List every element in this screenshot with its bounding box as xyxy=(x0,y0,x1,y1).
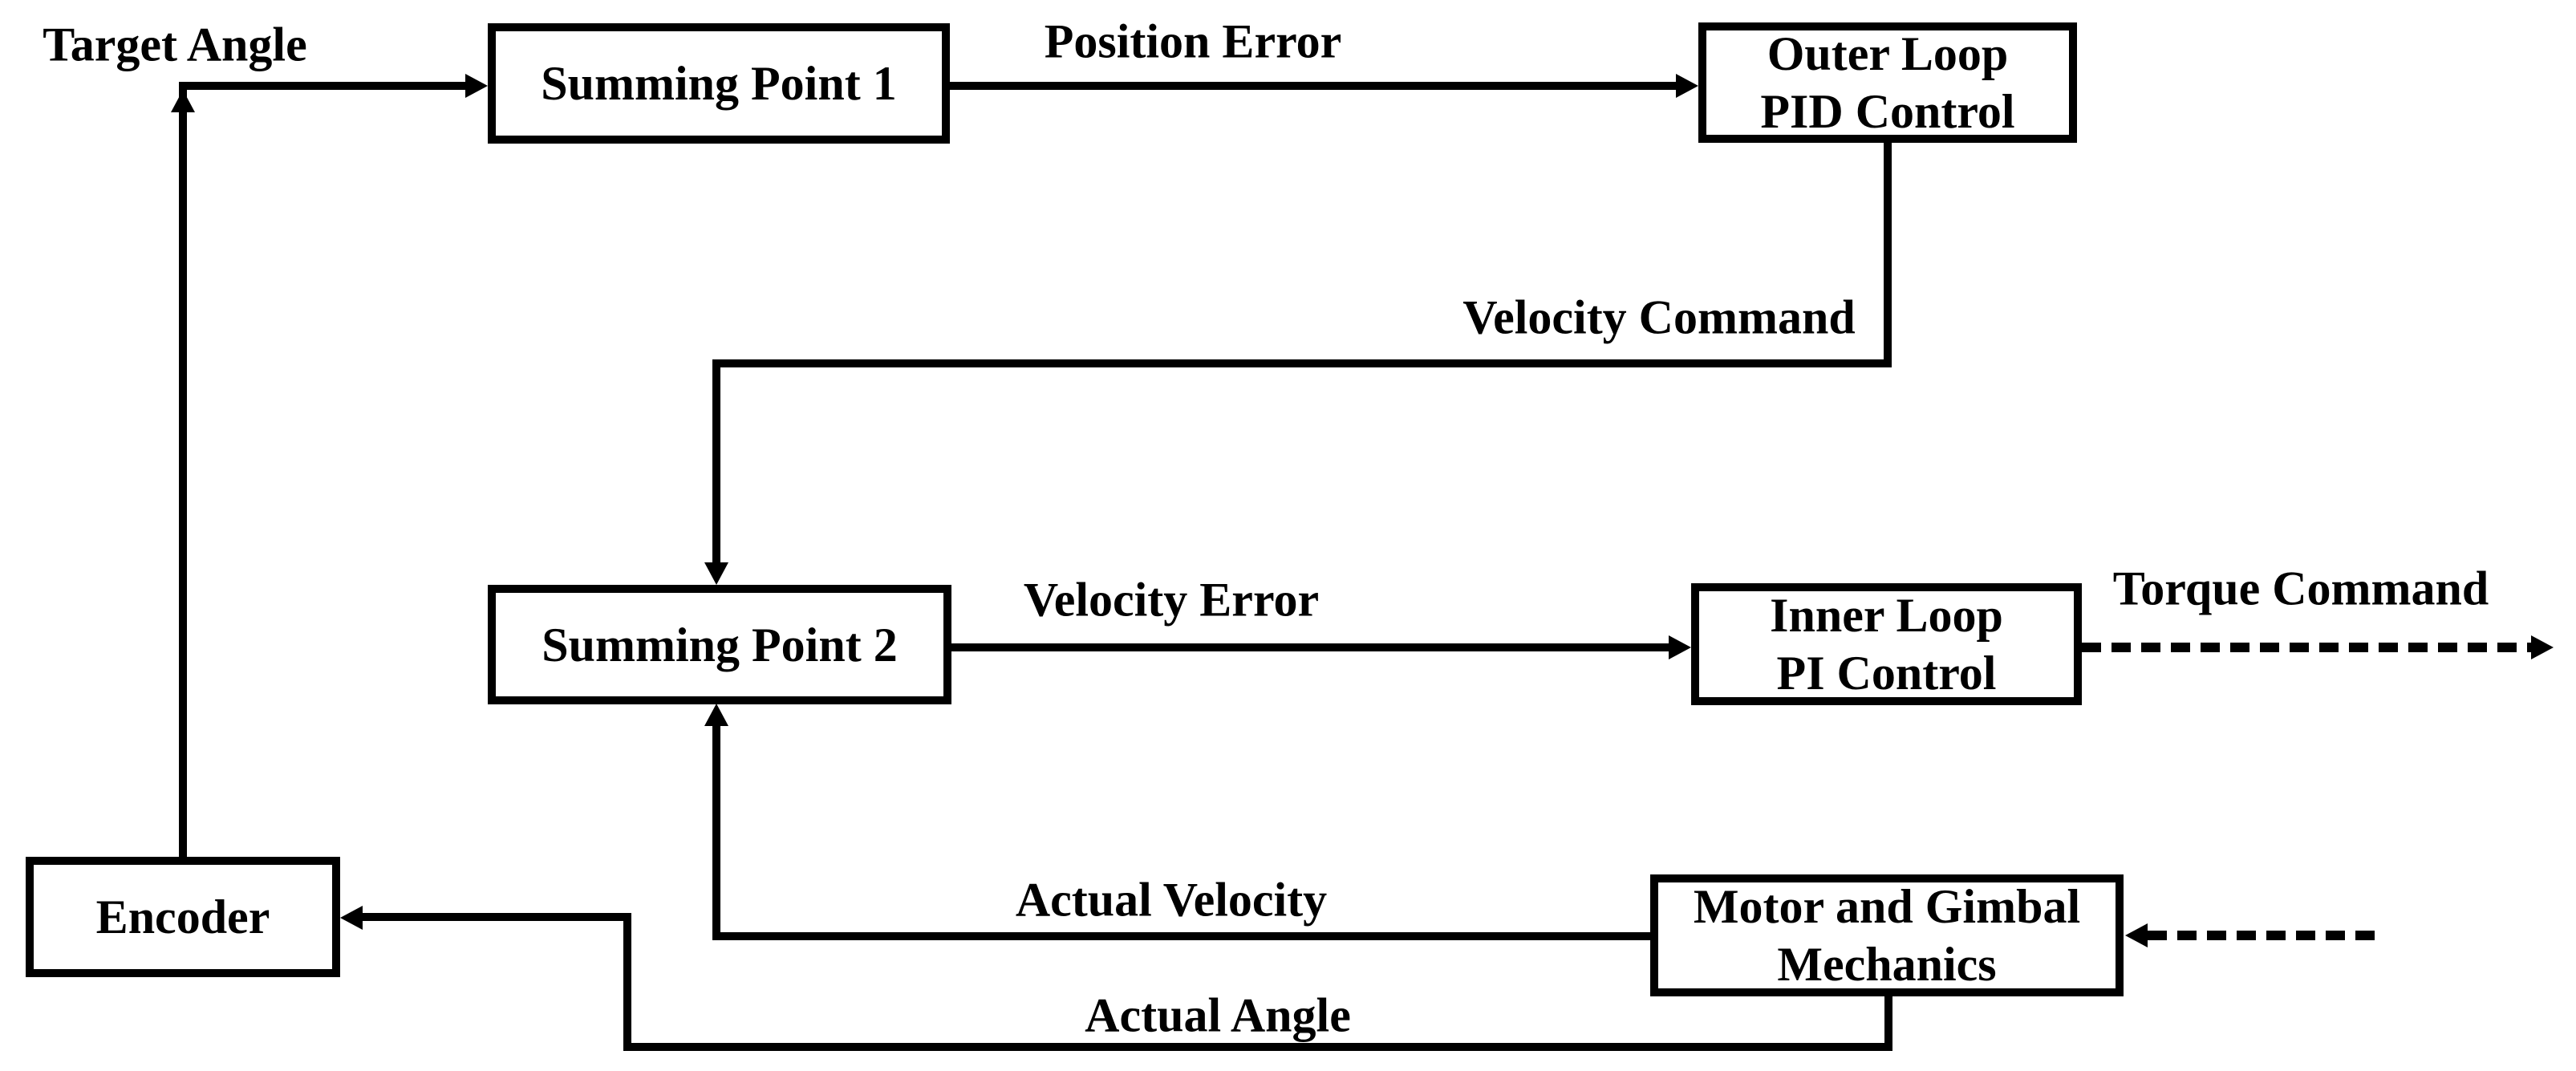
edge-actual-angle-up-line xyxy=(623,913,631,1051)
edge-velocity-command-horizontal-line xyxy=(712,359,1892,367)
arrowhead-into-outer-loop xyxy=(1676,74,1698,98)
block-summing-point-2: Summing Point 2 xyxy=(488,585,951,704)
block-label-line1: Inner Loop xyxy=(1770,589,2003,642)
edge-target-angle-horizontal-line xyxy=(179,82,467,90)
label-torque-command: Torque Command xyxy=(2112,562,2489,615)
arrowhead-into-summing-point-2-bottom xyxy=(704,704,728,726)
block-label-line1: Motor and Gimbal xyxy=(1693,880,2081,933)
block-motor-and-gimbal-mechanics: Motor and Gimbal Mechanics xyxy=(1650,874,2124,996)
arrowhead-into-encoder xyxy=(340,906,363,930)
arrowhead-into-inner-loop xyxy=(1669,635,1691,659)
block-label-line2: Mechanics xyxy=(1777,938,1997,991)
edge-velocity-command-down-line xyxy=(1884,143,1892,367)
label-actual-angle: Actual Angle xyxy=(1085,988,1351,1042)
block-outer-loop-pid-control: Outer Loop PID Control xyxy=(1698,22,2077,143)
arrowhead-up-target-angle-corner xyxy=(171,90,195,112)
block-label-line2: PI Control xyxy=(1776,647,1997,700)
edge-actual-velocity-up-line xyxy=(712,724,720,940)
edge-encoder-feedback-vertical-line xyxy=(179,90,187,857)
block-encoder: Encoder xyxy=(26,857,340,977)
edge-velocity-error-line xyxy=(951,643,1669,651)
block-inner-loop-pi-control: Inner Loop PI Control xyxy=(1691,583,2082,705)
block-label-line2: PID Control xyxy=(1760,85,2015,138)
edge-actual-angle-into-encoder-line xyxy=(363,913,631,921)
block-summing-point-1: Summing Point 1 xyxy=(488,23,950,144)
block-label: Encoder xyxy=(95,890,270,943)
block-label-line1: Outer Loop xyxy=(1767,27,2009,80)
label-position-error: Position Error xyxy=(1044,14,1342,68)
arrowhead-into-motor-right xyxy=(2125,923,2148,947)
edge-actual-angle-down-line xyxy=(1884,996,1892,1051)
label-target-angle: Target Angle xyxy=(43,18,307,71)
edge-torque-command-dashed-line xyxy=(2082,643,2531,652)
block-label: Summing Point 1 xyxy=(541,57,897,110)
edge-actual-angle-bottom-line xyxy=(623,1043,1892,1051)
label-velocity-error: Velocity Error xyxy=(1023,573,1320,627)
block-label: Summing Point 2 xyxy=(542,618,898,671)
edge-motor-input-dashed-line xyxy=(2148,931,2385,940)
label-actual-velocity: Actual Velocity xyxy=(1015,873,1328,927)
arrowhead-into-summing-point-1 xyxy=(465,74,488,98)
edge-actual-velocity-line xyxy=(712,932,1650,940)
arrowhead-into-summing-point-2-top xyxy=(704,562,728,585)
arrowhead-torque-command-out xyxy=(2531,635,2554,659)
edge-velocity-command-into-sp2-line xyxy=(712,359,720,562)
label-velocity-command: Velocity Command xyxy=(1462,290,1856,344)
edge-position-error-line xyxy=(950,82,1676,90)
